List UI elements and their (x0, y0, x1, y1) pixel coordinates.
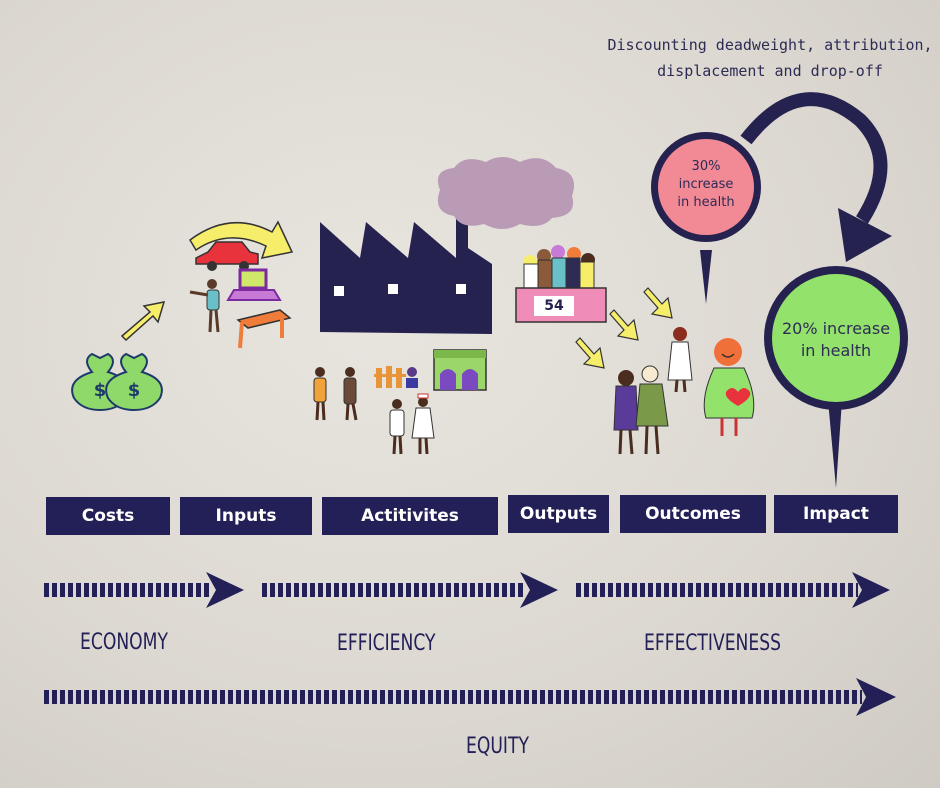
effectiveness-arrow (576, 572, 890, 608)
outcome-people-icon (613, 327, 693, 455)
factory-icon (320, 218, 492, 334)
impact-bubble (764, 266, 908, 488)
count-sign-value: 54 (544, 298, 564, 314)
table-icon (236, 309, 292, 349)
fence-icon (374, 366, 418, 388)
loop-arrow-icon (740, 92, 892, 262)
efficiency-label: EFFICIENCY (337, 631, 436, 656)
economy-label: ECONOMY (80, 630, 168, 655)
stage-activities: Actitivites (322, 497, 498, 535)
happy-person-heart-icon (703, 338, 755, 436)
equity-label: EQUITY (466, 734, 529, 759)
car-icon (195, 241, 259, 271)
discounting-note-line1: Discounting deadweight, attribution, (607, 36, 933, 54)
discounting-note: Discounting deadweight, attribution, dis… (600, 32, 940, 84)
doctor-nurse-icon (389, 393, 435, 455)
stage-costs: Costs (46, 497, 170, 535)
stage-outputs: Outputs (508, 495, 609, 533)
stage-inputs: Inputs (180, 497, 312, 535)
outcome-bubble-line3: in health (677, 195, 735, 210)
svg-text:$: $ (94, 380, 107, 401)
outcome-bubble-line1: 30% (691, 159, 721, 174)
outcome-bubble-text: 30% increase in health (666, 158, 746, 212)
discounting-note-line2: displacement and drop-off (657, 62, 883, 80)
outcome-bubble-line2: increase (678, 177, 734, 192)
yellow-arrow-icon (120, 301, 166, 342)
outcome-bubble (651, 132, 761, 304)
impact-bubble-line2: in health (800, 341, 872, 360)
effectiveness-label: EFFECTIVENESS (644, 631, 781, 656)
efficiency-arrow (262, 572, 558, 608)
laptop-icon (226, 268, 282, 301)
equity-arrow (44, 678, 896, 716)
money-bags-icon: $ $ (71, 352, 163, 412)
impact-bubble-line1: 20% increase (781, 319, 891, 338)
person-icon (189, 279, 220, 333)
output-arrows-icon (575, 287, 673, 369)
stage-outcomes: Outcomes (620, 495, 766, 533)
activity-people-icon (313, 367, 358, 421)
crowd-icon (523, 245, 595, 291)
stage-impact: Impact (774, 495, 898, 533)
economy-arrow (44, 572, 244, 608)
curved-yellow-arrow-icon (189, 220, 294, 259)
count-sign (515, 287, 607, 323)
impact-bubble-text: 20% increase in health (776, 318, 896, 362)
smoke-cloud-icon (437, 157, 574, 229)
svg-text:$: $ (128, 380, 141, 401)
school-building-icon (433, 349, 487, 391)
